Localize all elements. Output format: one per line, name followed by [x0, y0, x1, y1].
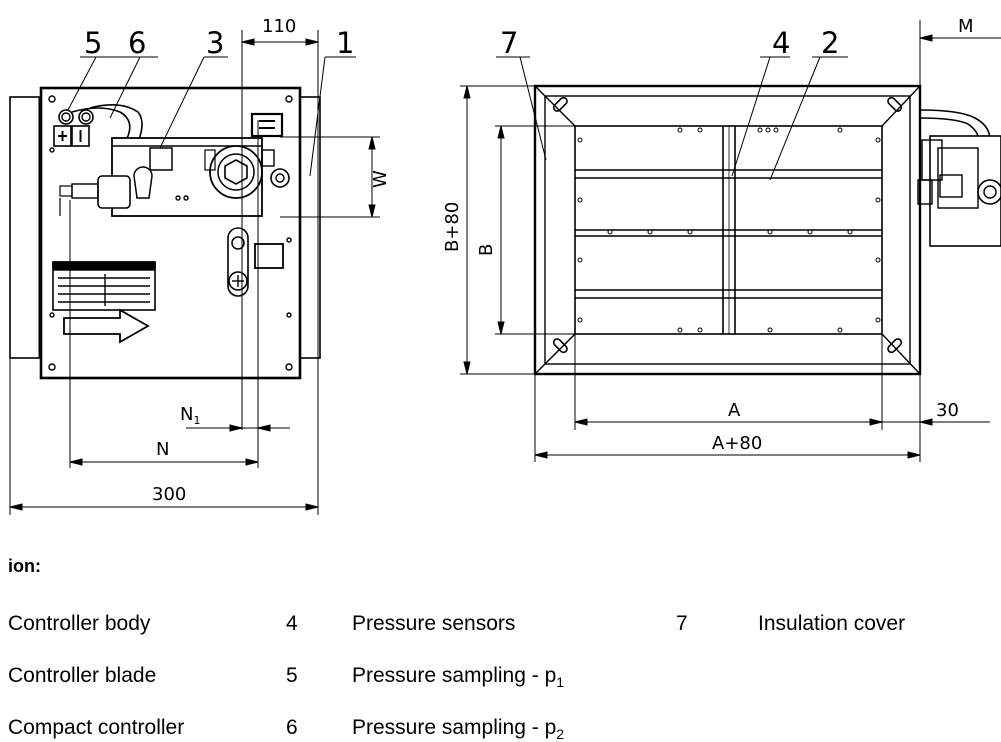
right-leaders	[496, 56, 848, 181]
left-flange	[9, 96, 41, 359]
pressure-ports	[53, 109, 94, 147]
lever-arm	[227, 227, 249, 297]
nameplate	[52, 261, 156, 311]
dim-b: B	[476, 244, 497, 256]
legend-item-7-num: 7	[676, 612, 688, 635]
legend-item-7-label: Insulation cover	[758, 612, 906, 635]
legend-item-5-label: Pressure sampling - p1	[352, 664, 565, 691]
tube-p1	[71, 107, 131, 151]
tube-p2	[89, 104, 143, 143]
dim-30: 30	[936, 400, 959, 421]
callout-7: 7	[500, 26, 518, 60]
dim-a80: A+80	[712, 433, 762, 454]
legend-item-5-num: 5	[286, 664, 298, 687]
dim-300: 300	[152, 484, 186, 505]
dim-b80: B+80	[442, 202, 463, 252]
callout-1: 1	[336, 26, 354, 60]
callout-4: 4	[772, 26, 790, 60]
dim-w: W	[370, 170, 391, 188]
dim-n: N	[156, 439, 169, 460]
dim-110: 110	[262, 16, 296, 37]
legend-item-3-label: Compact controller	[8, 716, 185, 739]
front-view	[533, 84, 1001, 376]
lever-base	[254, 243, 284, 269]
side-actuator	[917, 109, 1001, 247]
legend-item-6-label: Pressure sampling - p2	[352, 716, 565, 742]
side-view	[9, 86, 321, 380]
legend-item-1-label: Controller body	[8, 612, 151, 635]
callout-5: 5	[84, 26, 102, 60]
compact-controller	[59, 137, 290, 217]
left-leaders	[67, 56, 356, 177]
callout-2: 2	[821, 26, 839, 60]
legend-title: ion:	[8, 556, 41, 576]
callout-3: 3	[206, 26, 224, 60]
legend-item-2-label: Controller blade	[8, 664, 157, 687]
dim-m: M	[958, 16, 974, 37]
dim-a: A	[728, 400, 741, 421]
position-indicator	[250, 112, 284, 138]
left-dimensions	[9, 30, 380, 515]
airflow-arrow	[63, 308, 150, 344]
legend-item-4-label: Pressure sensors	[352, 612, 516, 635]
legend-item-6-num: 6	[286, 716, 298, 739]
callout-6: 6	[128, 26, 146, 60]
right-dimensions	[460, 20, 1001, 462]
legend-item-4-num: 4	[286, 612, 298, 635]
dim-n1: N1	[180, 404, 200, 427]
